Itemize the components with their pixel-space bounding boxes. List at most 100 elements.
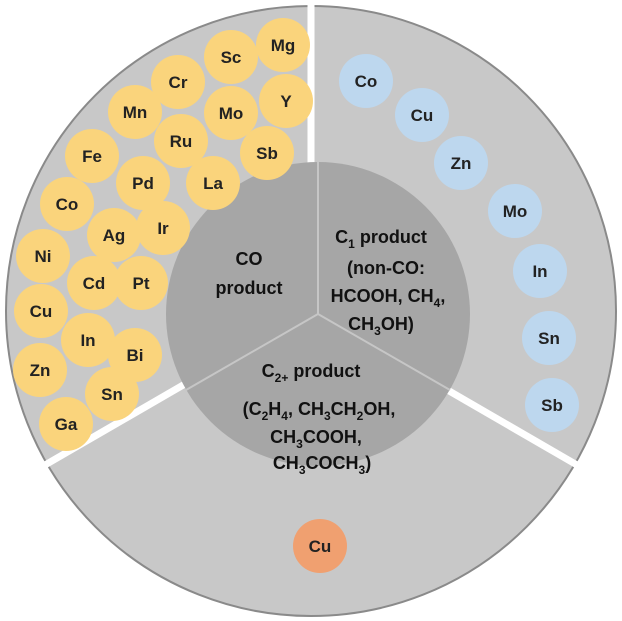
element-circle [259,74,313,128]
element-circle [13,343,67,397]
c1-title: C1 product [335,227,427,251]
c2-line3: CH3COOH, [270,427,362,451]
element-label: Co [56,195,79,214]
element-label: Fe [82,147,102,166]
element-label: Pt [133,274,150,293]
element-mo: Mo [488,184,542,238]
element-label: Cu [309,537,332,556]
element-label: Zn [451,154,472,173]
element-circle [87,208,141,262]
c2-line4: CH3COCH3) [273,453,371,477]
element-co: Co [339,54,393,108]
element-label: Co [355,72,378,91]
element-circle [40,177,94,231]
element-label: Cr [169,73,188,92]
element-ga: Ga [39,397,93,451]
element-label: Cu [30,302,53,321]
element-label: Ga [55,415,78,434]
element-mn: Mn [108,85,162,139]
element-label: Ru [170,132,193,151]
element-cu: Cu [14,284,68,338]
element-in: In [61,313,115,367]
element-circle [67,256,121,310]
element-sb: Sb [525,378,579,432]
co-product-label: CO product [216,249,283,298]
element-cd: Cd [67,256,121,310]
c1-line3: HCOOH, CH4, [331,286,446,310]
element-label: In [532,262,547,281]
element-circle [108,85,162,139]
element-cu: Cu [395,88,449,142]
co-label-line2: product [216,278,283,298]
element-label: Sb [256,144,278,163]
element-cr: Cr [151,55,205,109]
element-circle [65,129,119,183]
element-circle [488,184,542,238]
element-label: Y [280,92,292,111]
c2-title: C2+ product [262,361,361,385]
element-circle [434,136,488,190]
element-ni: Ni [16,229,70,283]
c2-line2: (C2H4, CH3CH2OH, [243,399,396,423]
element-circle [61,313,115,367]
element-ir: Ir [136,201,190,255]
c1-line4: CH3OH) [348,314,414,338]
element-la: La [186,156,240,210]
c1-line2: (non-CO: [347,258,425,278]
element-label: Ni [35,247,52,266]
element-circle [513,244,567,298]
element-sb: Sb [240,126,294,180]
element-zn: Zn [13,343,67,397]
element-label: Sn [538,329,560,348]
element-label: In [80,331,95,350]
c2-product-label: C2+ product (C2H4, CH3CH2OH, CH3COOH, CH… [243,361,396,477]
element-pt: Pt [114,256,168,310]
element-circle [522,311,576,365]
element-label: Sc [221,48,242,67]
element-label: Mg [271,36,296,55]
element-label: Cu [411,106,434,125]
element-pd: Pd [116,156,170,210]
c2-product-elements: Cu [293,519,347,573]
element-circle [16,229,70,283]
element-circle [525,378,579,432]
element-circle [293,519,347,573]
element-circle [116,156,170,210]
element-circle [136,201,190,255]
element-mg: Mg [256,18,310,72]
element-label: Cd [83,274,106,293]
element-circle [186,156,240,210]
element-circle [39,397,93,451]
element-ru: Ru [154,114,208,168]
element-ag: Ag [87,208,141,262]
center-separator-left [185,313,319,391]
element-circle [339,54,393,108]
element-circle [114,256,168,310]
element-bi: Bi [108,328,162,382]
element-label: Bi [127,346,144,365]
element-zn: Zn [434,136,488,190]
element-co: Co [40,177,94,231]
element-circle [204,30,258,84]
element-circle [154,114,208,168]
element-circle [151,55,205,109]
element-label: Mo [219,104,244,123]
element-label: Sn [101,385,123,404]
element-circle [85,367,139,421]
element-circle [256,18,310,72]
element-sn: Sn [522,311,576,365]
element-circle [204,86,258,140]
element-label: Pd [132,174,154,193]
element-circle [14,284,68,338]
element-circle [240,126,294,180]
c1-product-label: C1 product (non-CO: HCOOH, CH4, CH3OH) [331,227,446,338]
element-label: Mn [123,103,148,122]
element-mo: Mo [204,86,258,140]
element-label: Ag [103,226,126,245]
center-separator-right [317,313,451,391]
element-circle [395,88,449,142]
element-label: Mo [503,202,528,221]
